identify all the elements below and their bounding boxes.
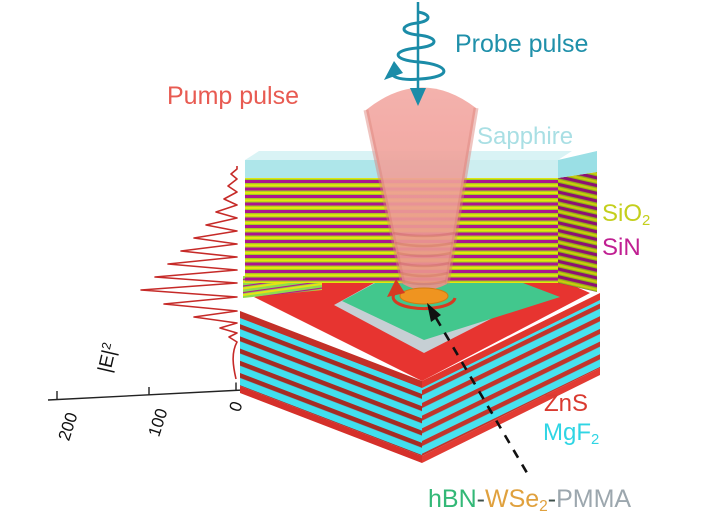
sample-pointer [427, 303, 532, 479]
pmma-label: PMMA [556, 485, 632, 513]
pulse-ripples [392, 231, 456, 286]
bottom-mirror-right-face [422, 294, 600, 456]
dash1: - [476, 485, 485, 513]
pump-beam-cone [363, 87, 479, 290]
mgf2-label-main: MgF [543, 419, 591, 446]
probe-left-arrowhead [384, 61, 403, 80]
dash2: - [547, 485, 557, 513]
mgf2-label-sub: 2 [591, 432, 600, 449]
sapphire-front-highlight [465, 160, 558, 178]
circulation-arrowhead [387, 279, 405, 297]
sample-stack-label: hBN-WSe2-PMMA [428, 487, 631, 515]
probe-spiral-icon [384, 2, 446, 106]
dashed-line [434, 317, 532, 479]
sapphire-label: Sapphire [477, 123, 574, 150]
wse2-label-sub: 2 [539, 498, 548, 516]
bottom-mirror-left-face [240, 312, 422, 456]
mgf2-label: MgF2 [543, 421, 599, 448]
top-layer-edge-right [422, 293, 600, 388]
sapphire-side-face [558, 151, 597, 178]
wse2-label-main: WSe [484, 485, 540, 513]
bottom-rim-left [240, 386, 422, 463]
pump-pulse-label: Pump pulse [167, 82, 300, 110]
field-axis [47, 382, 244, 401]
sio2-label-sub: 2 [642, 213, 651, 230]
zns-label: ZnS [544, 390, 589, 417]
field-profile-curve [140, 166, 238, 380]
bottom-rim-right [422, 368, 600, 463]
sample-region [387, 279, 457, 311]
sio2-label: SiO2 [602, 202, 650, 229]
top-mirror-side-face [558, 172, 597, 292]
hbn-label: hBN [428, 485, 477, 513]
pointer-arrowhead [427, 303, 441, 322]
sin-label: SiN [602, 234, 641, 261]
probe-pulse-label: Probe pulse [455, 30, 589, 58]
sio2-label-main: SiO [602, 200, 643, 227]
wse2-flake [399, 287, 449, 305]
top-layer-edge-left [240, 311, 422, 388]
wse2-label: WSe2 [484, 485, 548, 516]
probe-down-arrowhead [410, 88, 426, 106]
